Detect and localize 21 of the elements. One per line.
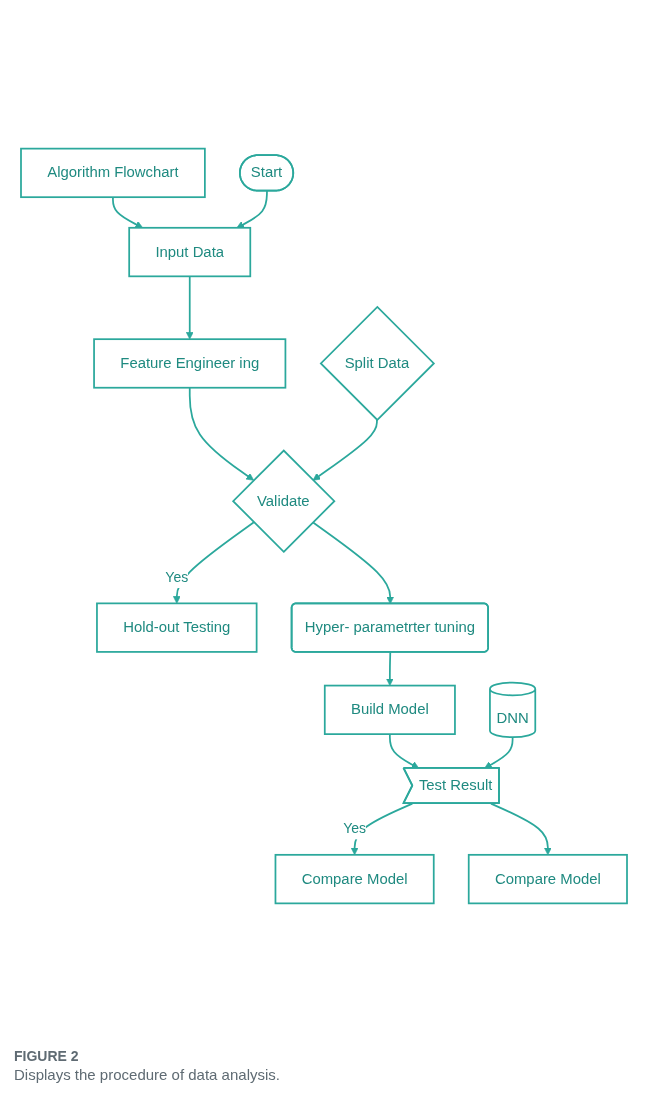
caption: Displays the procedure of data analysis. — [14, 1066, 281, 1083]
arrow — [172, 521, 255, 604]
node-box: Input Data — [128, 226, 252, 278]
node-box: Feature Engineer ing — [93, 338, 287, 389]
arrow — [112, 196, 143, 229]
arrow — [188, 386, 254, 481]
arrow — [185, 275, 194, 340]
node-diamond: Validate — [231, 449, 336, 553]
node-box: Hold-out Testing — [96, 602, 258, 653]
edge-label: Yes — [343, 821, 367, 837]
figure-number: FIGURE 2 — [14, 1048, 80, 1064]
arrow — [386, 651, 394, 686]
arrow — [312, 419, 378, 481]
edge-label: Yes — [165, 569, 189, 585]
node-box: Algorithm Flowchart — [20, 147, 206, 199]
arrow — [311, 521, 395, 605]
node-box: Compare Model — [274, 853, 435, 905]
node-box: Build Model — [323, 684, 456, 735]
node-diamond: Split Data — [319, 305, 436, 422]
node-box: Compare Model — [467, 853, 628, 905]
arrow — [236, 190, 268, 229]
